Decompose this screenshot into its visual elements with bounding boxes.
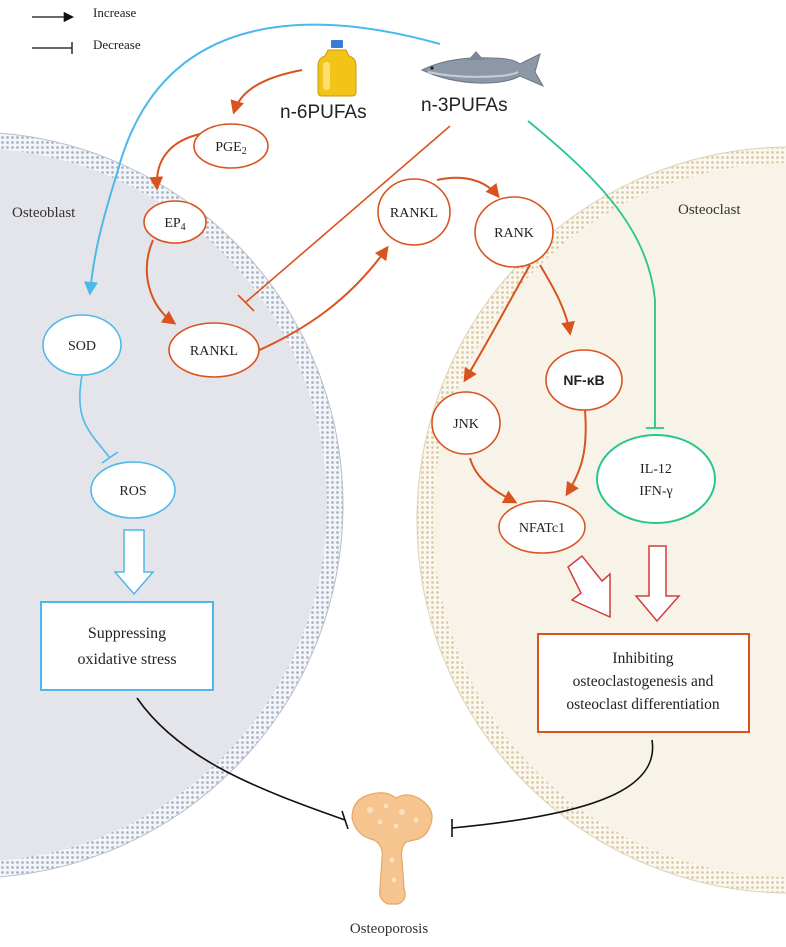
outcome-oxidative-stress: Suppressing oxidative stress xyxy=(40,601,214,691)
node-ep4: EP4 xyxy=(143,200,207,244)
nfatc1-to-outcome-arrow xyxy=(567,554,611,619)
svg-text:JNK: JNK xyxy=(453,417,479,432)
svg-text:PGE2: PGE2 xyxy=(215,140,246,157)
svg-text:IFN-γ: IFN-γ xyxy=(639,484,672,499)
sod-inhibits-ros-line xyxy=(78,374,111,459)
rank-to-jnk-arrow xyxy=(463,264,531,383)
rankl-to-rank-arrow xyxy=(436,176,500,199)
osteoclast-cell xyxy=(416,146,786,894)
osteoclast-label: Osteoclast xyxy=(678,202,741,218)
n6-to-pge2-arrow xyxy=(230,69,303,115)
n3-inhibits-rankl-line xyxy=(245,125,451,303)
node-rankl-osteoblast: RANKL xyxy=(168,322,260,378)
svg-text:RANKL: RANKL xyxy=(190,344,238,359)
svg-text:ROS: ROS xyxy=(119,484,146,499)
svg-text:EP4: EP4 xyxy=(164,216,185,233)
svg-text:Inhibiting: Inhibiting xyxy=(612,650,673,667)
rank-to-nfkb-arrow xyxy=(539,264,575,336)
node-nfkb: NF-κB xyxy=(545,349,623,411)
svg-text:oxidative stress: oxidative stress xyxy=(77,651,176,668)
oxidative-inhibits-osteoporosis-line xyxy=(136,697,346,821)
svg-text:osteoclastogenesis and: osteoclastogenesis and xyxy=(573,673,714,690)
osteoclast-inhibits-osteoporosis-line xyxy=(451,739,654,829)
n3-pufas-label: n-3PUFAs xyxy=(421,95,508,116)
rankl-release-arrow xyxy=(254,245,389,353)
node-pge2: PGE2 xyxy=(193,123,269,169)
oil-bottle-icon xyxy=(317,40,357,97)
legend: Increase Decrease xyxy=(32,5,141,54)
node-jnk: JNK xyxy=(431,391,501,455)
nfkb-to-nfatc1-arrow xyxy=(565,409,587,497)
ros-to-outcome-arrow xyxy=(113,529,155,596)
n6-pufas-label: n-6PUFAs xyxy=(280,102,367,123)
node-nfatc1: NFATc1 xyxy=(498,500,586,554)
svg-text:NF-κB: NF-κB xyxy=(563,372,604,388)
svg-text:RANK: RANK xyxy=(494,226,534,241)
svg-text:osteoclast differentiation: osteoclast differentiation xyxy=(566,696,720,713)
n3-to-sod-arrow xyxy=(84,23,441,296)
il12-to-outcome-arrow xyxy=(634,545,681,623)
osteoporosis-label: Osteoporosis xyxy=(350,921,428,937)
fish-icon xyxy=(420,51,545,88)
legend-increase-label: Increase xyxy=(93,5,137,20)
svg-text:SOD: SOD xyxy=(68,339,96,354)
node-ros: ROS xyxy=(90,461,176,519)
jnk-to-nfatc1-arrow xyxy=(469,457,518,504)
svg-text:NFATc1: NFATc1 xyxy=(519,521,565,536)
ep4-to-rankl-arrow xyxy=(145,239,177,325)
bone-icon xyxy=(351,792,433,905)
node-rank: RANK xyxy=(474,196,554,268)
svg-text:Suppressing: Suppressing xyxy=(88,625,166,642)
node-rankl-free: RANKL xyxy=(377,178,451,246)
pge2-to-ep4-arrow xyxy=(149,133,201,191)
legend-decrease-label: Decrease xyxy=(93,37,141,52)
svg-text:RANKL: RANKL xyxy=(390,206,438,221)
osteoblast-cell xyxy=(0,132,344,878)
outcome-osteoclast-inhibition: Inhibiting osteoclastogenesis and osteoc… xyxy=(537,633,750,733)
node-il12-ifng: IL-12 IFN-γ xyxy=(596,434,716,524)
svg-text:IL-12: IL-12 xyxy=(640,462,672,477)
osteoblast-label: Osteoblast xyxy=(12,205,76,221)
node-sod: SOD xyxy=(42,314,122,376)
n3-inhibits-il12-line xyxy=(527,120,656,428)
